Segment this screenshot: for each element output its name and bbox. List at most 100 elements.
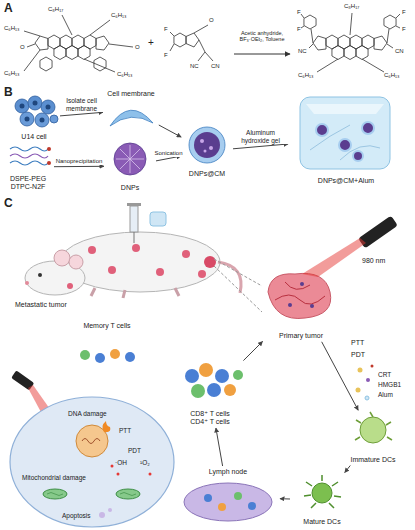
figure-label: CN — [395, 48, 404, 55]
flow-arrow — [233, 144, 288, 149]
dendritic-cells — [304, 475, 341, 508]
figure-label: C₆H₁₃ — [4, 25, 20, 32]
coated-nanoparticle — [189, 127, 225, 163]
figure-label: ·OH — [115, 459, 127, 466]
t-cells — [185, 363, 243, 398]
t-cells — [224, 384, 236, 396]
edge-label: Isolate cell membrane — [59, 97, 105, 112]
figure-label: C₈H₁₇ — [48, 6, 63, 13]
reactant-molecule — [78, 46, 90, 60]
flow-arrow — [216, 428, 223, 466]
node-box: DNPs@CM+Alum — [290, 93, 402, 185]
figure-label: F — [297, 26, 301, 33]
node-box: U14 cell — [10, 95, 58, 141]
mouse — [198, 270, 206, 278]
antigen-debris — [366, 378, 370, 382]
primary-tumor — [300, 282, 304, 286]
figure-label: F — [297, 9, 301, 16]
reactant-molecule — [54, 46, 66, 60]
tumor-cells — [40, 118, 45, 123]
laser-device — [302, 216, 398, 277]
flow-arrow — [345, 466, 351, 473]
node-box: Primary tumor — [255, 266, 347, 340]
alum-gel-cube — [362, 122, 374, 134]
node-label: Mature DCs — [303, 518, 340, 526]
coated-nanoparticle — [194, 132, 220, 158]
cell-inset — [99, 512, 105, 518]
panel-letter: B — [4, 86, 13, 100]
mouse — [67, 283, 73, 289]
syringe — [127, 203, 141, 206]
figure-label: + — [148, 37, 154, 49]
mouse — [182, 250, 190, 258]
cell-inset — [47, 493, 136, 496]
flow-arrow — [243, 341, 262, 360]
lymph-node — [184, 483, 272, 521]
antigen-debris — [371, 365, 374, 368]
indanone-molecule — [186, 33, 199, 47]
mouse — [54, 250, 70, 266]
tumor-cells — [35, 113, 49, 127]
lymph-node — [234, 492, 242, 500]
figure-label: NC — [298, 48, 307, 55]
node-box: Immature DCs — [335, 412, 411, 464]
node-box: CD8⁺ T cellsCD4⁺ T cells — [165, 362, 255, 426]
figure-label: PTT — [351, 339, 364, 347]
figure-label: Metastatic tumor — [15, 301, 67, 309]
figure-label: C₆H₁₃ — [4, 70, 20, 77]
figure-label: Alum — [378, 391, 393, 398]
alum-gel-cube — [300, 97, 390, 169]
product-molecule — [374, 36, 387, 50]
figure-label: PTT — [119, 427, 131, 434]
figure-label: O — [135, 44, 140, 51]
antigen-debris — [356, 365, 374, 401]
product-molecule — [313, 36, 326, 50]
node-label: DTPC-N2F — [11, 183, 46, 191]
tumor-cells — [15, 96, 58, 127]
primary-tumor — [268, 273, 331, 318]
alum-gel-cube — [339, 139, 351, 151]
tumor-cells — [20, 104, 25, 109]
zoom-lines — [214, 259, 262, 312]
figure-label: C₆H₁₃ — [384, 72, 400, 79]
coated-nanoparticle — [209, 146, 213, 150]
figure-label: C₆H₁₃ — [111, 12, 127, 19]
node-box: Lymph node — [178, 468, 278, 526]
mouse — [132, 244, 140, 252]
panel-letter: C — [4, 197, 13, 211]
t-cells — [191, 384, 205, 398]
node-label: Lymph node — [209, 468, 247, 476]
node-label: CD8⁺ T cells — [190, 410, 230, 418]
cell-inset — [10, 397, 174, 527]
primary-tumor — [310, 304, 314, 308]
membrane-shape — [110, 110, 153, 126]
figure-label: O — [209, 17, 214, 24]
node-label: Memory T cells — [83, 322, 130, 330]
dendritic-cells — [312, 483, 332, 503]
figure-label: Acetic anhydride, BF₃·OEt₂, Toluene — [231, 30, 293, 43]
alum-gel-cube — [353, 151, 363, 161]
tumor-cells — [33, 101, 38, 106]
node-label: U14 cell — [21, 133, 46, 141]
polymer-strands — [10, 147, 51, 165]
reactant-molecule — [40, 57, 52, 71]
memory-t-cells — [80, 350, 90, 360]
cell-inset — [82, 439, 100, 444]
cell-inset — [111, 465, 114, 468]
memory-t-cells — [110, 349, 120, 359]
reactant-molecule — [24, 15, 133, 72]
t-cells — [233, 370, 243, 380]
polymer-strands — [10, 161, 48, 165]
node-label: DNPs — [121, 184, 139, 192]
flow-arrow — [280, 498, 290, 499]
coated-nanoparticle — [189, 127, 225, 163]
mouse — [25, 232, 241, 298]
product-molecule — [304, 15, 316, 29]
node-box: Cell membrane — [105, 90, 157, 130]
mouse — [88, 246, 96, 254]
figure-label: F — [164, 26, 168, 33]
figure-label: PDT — [128, 447, 141, 454]
